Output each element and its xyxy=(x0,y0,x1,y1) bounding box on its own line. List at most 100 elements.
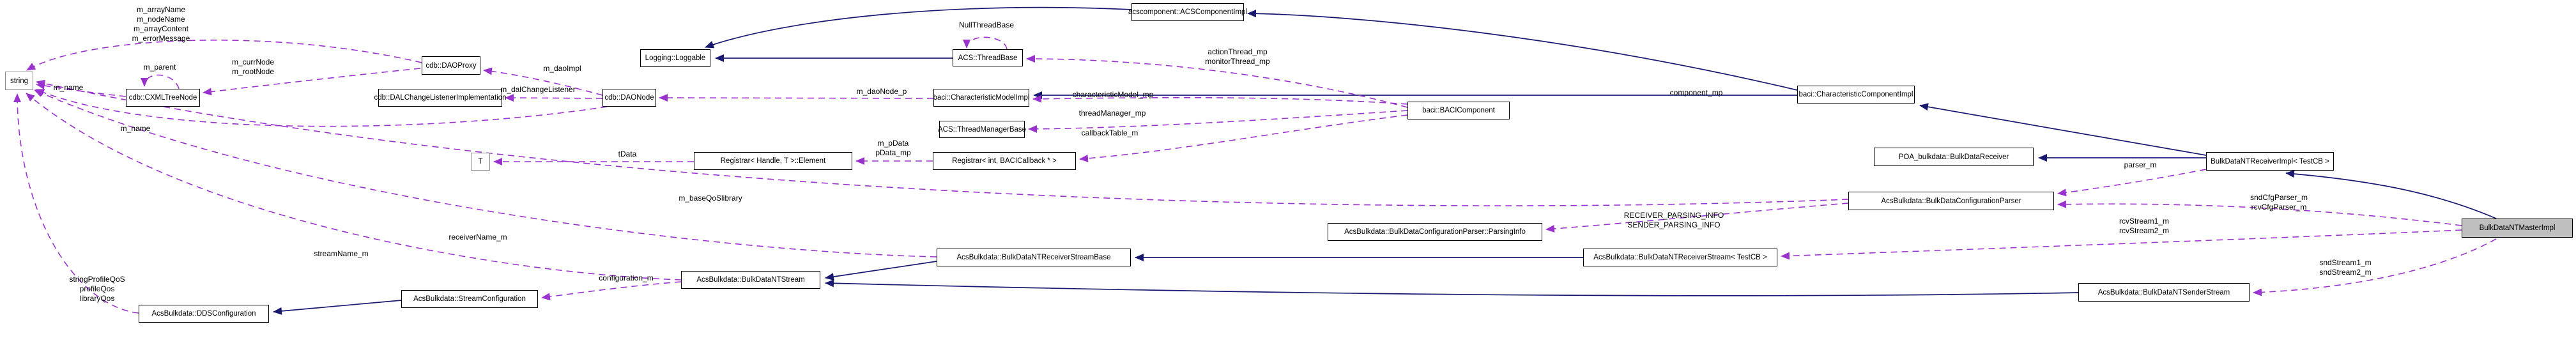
edge-label-line: receiverName_m xyxy=(448,233,507,242)
edge-label-line: m_daoNode_p xyxy=(856,87,907,96)
class-node-masterimpl: BulkDataNTMasterImpl xyxy=(2462,219,2573,238)
edge-masterimpl-to-receiverimpl xyxy=(2285,170,2497,219)
edge-label-l-daoimpl: m_daoImpl xyxy=(543,64,581,73)
class-node-receiverstream[interactable]: AcsBulkdata::BulkDataNTReceiverStream< T… xyxy=(1583,249,1777,266)
class-node-receiverstreambase[interactable]: AcsBulkdata::BulkDataNTReceiverStreamBas… xyxy=(937,249,1131,266)
edge-label-line: SENDER_PARSING_INFO xyxy=(1627,220,1721,229)
edge-streamconfig-to-ddsconfig xyxy=(273,300,402,315)
edge-label-l-charmodel: characteristicModel_mp xyxy=(1073,90,1154,100)
edge-ddsconfig-to-string xyxy=(13,93,139,314)
edge-label-line: sndCfgParser_m xyxy=(2250,193,2308,202)
edge-acscomponentimpl-to-loggable xyxy=(705,6,1132,49)
edge-label-l-componentmp: component_mp xyxy=(1670,88,1723,98)
edge-bacicomponent-to-charmodel xyxy=(1032,95,1408,105)
class-node-streamconfig[interactable]: AcsBulkdata::StreamConfiguration xyxy=(401,290,538,308)
edge-label-l-name2: m_name xyxy=(121,124,151,134)
edge-label-line: m_arrayName xyxy=(136,5,186,14)
class-node-senderstream[interactable]: AcsBulkdata::BulkDataNTSenderStream xyxy=(2078,283,2250,302)
edge-charcomponentimpl-to-acscomponent xyxy=(1247,10,1798,91)
edge-receiverimpl-to-charcomponentimpl xyxy=(1919,103,2207,156)
class-node-loggable[interactable]: Logging::Loggable xyxy=(640,49,710,67)
edge-masterimpl-to-senderstream xyxy=(2253,238,2497,296)
class-node-registrar-element[interactable]: Registrar< Handle, T >::Element xyxy=(694,152,852,170)
edge-label-l-baseqos: m_baseQoSlibrary xyxy=(678,194,742,203)
edge-label-line: callbackTable_m xyxy=(1081,128,1138,137)
edge-label-line: profileQos xyxy=(79,284,115,293)
edge-threadbase-self-nullthreadbase xyxy=(963,36,1008,50)
class-node-string[interactable]: string xyxy=(5,72,33,90)
class-node-configparser[interactable]: AcsBulkdata::BulkDataConfigurationParser xyxy=(1848,192,2054,210)
class-node-receiverimpl[interactable]: BulkDataNTReceiverImpl< TestCB > xyxy=(2206,152,2334,171)
edge-label-line: pData_mp xyxy=(875,148,911,157)
edge-bacicomponent-to-registrar xyxy=(1079,114,1408,162)
edge-label-l-dalchange: m_dalChangeListener xyxy=(500,85,575,95)
class-node-daoproxy[interactable]: cdb::DAOProxy xyxy=(422,56,480,75)
edge-label-l-parserm: parser_m xyxy=(2124,160,2157,170)
edge-label-line: streamName_m xyxy=(314,249,369,258)
edge-label-line: m_arrayContent xyxy=(133,24,189,33)
edge-label-line: configuration_m xyxy=(599,273,654,282)
edge-label-line: m_errorMessage xyxy=(132,34,190,43)
edge-masterimpl-to-configparser xyxy=(2057,200,2462,226)
class-node-registrar-callback[interactable]: Registrar< int, BACICallback * > xyxy=(933,152,1076,170)
edge-label-l-threadmgr: threadManager_mp xyxy=(1079,109,1146,118)
edge-daonode-to-string xyxy=(35,89,608,127)
class-node-ntstream[interactable]: AcsBulkdata::BulkDataNTStream xyxy=(681,271,820,289)
class-node-cxmltreenode[interactable]: cdb::CXMLTreeNode xyxy=(126,89,200,107)
class-node-charmodelimpl[interactable]: baci::CharacteristicModelImpl xyxy=(933,89,1029,107)
edge-label-line: monitorThread_mp xyxy=(1205,57,1270,66)
edge-label-line: sndStream2_m xyxy=(2319,268,2372,277)
class-node-threadmanagerbase[interactable]: ACS::ThreadManagerBase xyxy=(938,121,1026,138)
class-node-poa-bulkdatareceiver[interactable]: POA_bulkdata::BulkDataReceiver xyxy=(1874,148,2034,166)
edge-label-l-parent: m_parent xyxy=(144,63,176,72)
edge-label-line: libraryQos xyxy=(79,294,115,303)
class-node-threadbase[interactable]: ACS::ThreadBase xyxy=(953,49,1023,66)
class-node-acscomponentimpl[interactable]: acscomponent::ACSComponentImpl xyxy=(1128,3,1247,21)
edge-label-l-tdata: tData xyxy=(618,150,637,159)
class-node-bacicomponent[interactable]: baci::BACIComponent xyxy=(1407,102,1510,119)
edge-label-line: sndStream1_m xyxy=(2319,258,2372,267)
class-node-parsinginfo[interactable]: AcsBulkdata::BulkDataConfigurationParser… xyxy=(1328,223,1542,241)
class-node-dalchangelistener[interactable]: cdb::DALChangeListenerImplementation xyxy=(374,89,507,107)
edge-label-line: tData xyxy=(618,150,637,158)
edge-cxmltreenode-self-parent xyxy=(141,74,180,89)
class-node-charcomponentimpl[interactable]: baci::CharacteristicComponentImpl xyxy=(1797,86,1915,104)
edge-label-line: parser_m xyxy=(2124,160,2157,169)
edge-label-line: characteristicModel_mp xyxy=(1072,90,1154,99)
edge-daoproxy-to-string-members xyxy=(26,40,422,71)
edge-label-line: RECEIVER_PARSING_INFO xyxy=(1623,211,1724,220)
edge-daoproxy-to-cxmltreenode xyxy=(203,68,421,96)
edge-label-l-nullthread: NullThreadBase xyxy=(959,20,1014,30)
edge-masterimpl-to-receiverstream xyxy=(1781,229,2462,260)
edge-daonode-to-daoproxy xyxy=(483,67,603,96)
edge-label-line: actionThread_mp xyxy=(1208,47,1268,56)
edge-configparser-to-parsinginfo xyxy=(1545,203,1849,233)
class-node-daonode[interactable]: cdb::DAONode xyxy=(602,89,656,107)
edge-label-line: m_baseQoSlibrary xyxy=(678,194,742,203)
edge-label-l-configuration: configuration_m xyxy=(599,273,653,283)
edge-label-line: component_mp xyxy=(1669,88,1723,97)
edge-label-line: NullThreadBase xyxy=(958,20,1015,29)
edge-label-l-streamname: streamName_m xyxy=(314,249,368,259)
edge-label-l-daonodep: m_daoNode_p xyxy=(857,87,907,96)
class-node-t-param[interactable]: T xyxy=(471,153,490,171)
edge-label-line: threadManager_mp xyxy=(1078,109,1146,118)
edge-ntstream-to-streamconfig xyxy=(541,281,682,301)
edge-label-line: m_name xyxy=(53,83,84,92)
edge-streambase-to-ntstream xyxy=(825,261,937,281)
class-node-ddsconfig[interactable]: AcsBulkdata::DDSConfiguration xyxy=(139,305,269,323)
edge-configparser-to-string xyxy=(36,79,1849,206)
edge-senderstream-to-ntstream xyxy=(825,279,2079,296)
edge-bacicomponent-to-threadmanager xyxy=(1028,110,1408,133)
edge-label-line: rcvCfgParser_m xyxy=(2251,203,2307,211)
edge-label-line: m_pData xyxy=(877,139,909,148)
